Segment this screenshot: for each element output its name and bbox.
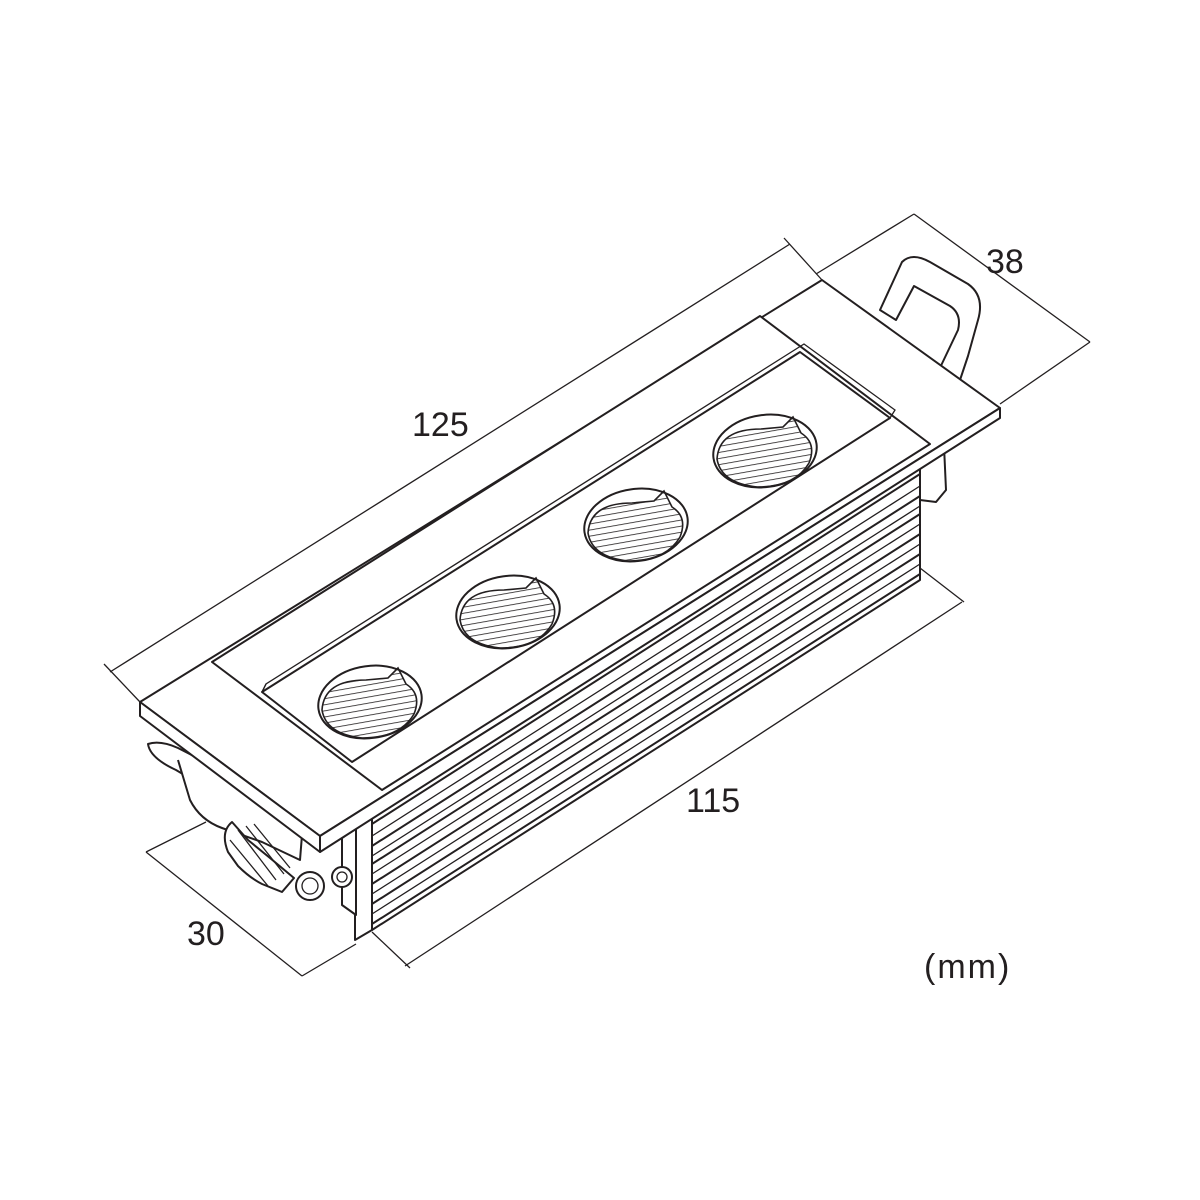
lens-optic xyxy=(716,415,813,488)
spring-clip-left xyxy=(147,741,353,901)
heatsink-fin-line xyxy=(371,523,921,875)
heatsink-fins xyxy=(371,473,921,925)
dimension-lines xyxy=(103,213,1091,977)
dimension-label-length-top: 125 xyxy=(412,406,469,444)
heatsink-fin-line xyxy=(371,533,921,885)
lens-optic xyxy=(587,489,684,562)
heatsink-body xyxy=(341,461,921,941)
dimension-label-depth: 30 xyxy=(187,915,225,953)
lens-optic xyxy=(459,576,556,649)
heatsink-fin-line xyxy=(371,543,921,895)
heatsink-fin-line xyxy=(371,513,921,865)
lens xyxy=(317,664,423,740)
unit-label: (mm) xyxy=(924,948,1011,986)
lens-row xyxy=(317,413,818,740)
dimension-label-length-body: 115 xyxy=(686,782,740,820)
heatsink-fin-line xyxy=(371,473,921,825)
spring-clip-right xyxy=(879,256,981,381)
heatsink-fin-line xyxy=(371,485,921,837)
heatsink-fin-line xyxy=(371,495,921,847)
heatsink-fin-line xyxy=(371,505,921,857)
lens xyxy=(712,413,818,489)
heatsink-fin-line xyxy=(371,573,921,925)
heatsink-fin-line xyxy=(371,563,921,915)
lens xyxy=(455,574,561,650)
lens-optic xyxy=(321,666,418,739)
dimension-label-width-top: 38 xyxy=(986,243,1024,281)
heatsink-fin-line xyxy=(371,553,921,905)
lens xyxy=(583,487,689,563)
